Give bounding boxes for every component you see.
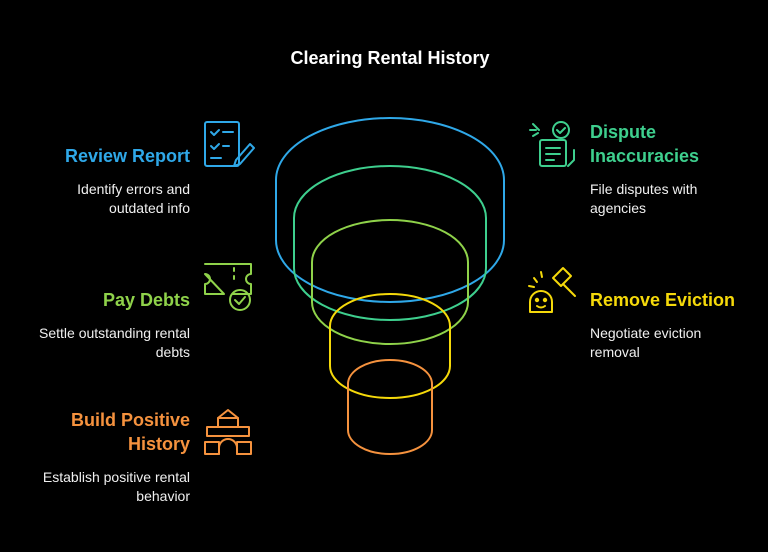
funnel-layer-5 — [347, 359, 433, 455]
gavel-icon — [528, 267, 576, 313]
dispute-document-icon — [529, 121, 575, 167]
step-pay-debts-title: Pay Debts — [102, 290, 190, 310]
step-pay-debts-desc: Settle outstanding rental debts — [39, 325, 190, 360]
step-review-report-desc: Identify errors and outdated info — [77, 181, 190, 216]
funnel-layer-1 — [275, 117, 505, 303]
funnel-layer-2 — [293, 165, 487, 321]
step-review-report-title: Review Report — [64, 146, 190, 166]
step-build-positive-history-desc: Establish positive rental behavior — [42, 469, 190, 504]
step-remove-eviction-title: Remove Eviction — [590, 290, 736, 310]
building-blocks-icon — [204, 409, 252, 455]
step-dispute-inaccuracies-desc: File disputes with agencies — [590, 181, 698, 216]
funnel-layer-4 — [329, 293, 451, 399]
step-remove-eviction-desc: Negotiate eviction removal — [590, 325, 702, 360]
diagram-title: Clearing Rental History — [290, 48, 490, 68]
checklist-icon — [204, 121, 255, 167]
step-dispute-inaccuracies-title: Dispute Inaccuracies — [590, 122, 700, 166]
funnel-layer-3 — [311, 219, 469, 345]
ticket-check-icon — [204, 263, 252, 311]
step-build-positive-history-title: Build Positive History — [70, 410, 190, 454]
